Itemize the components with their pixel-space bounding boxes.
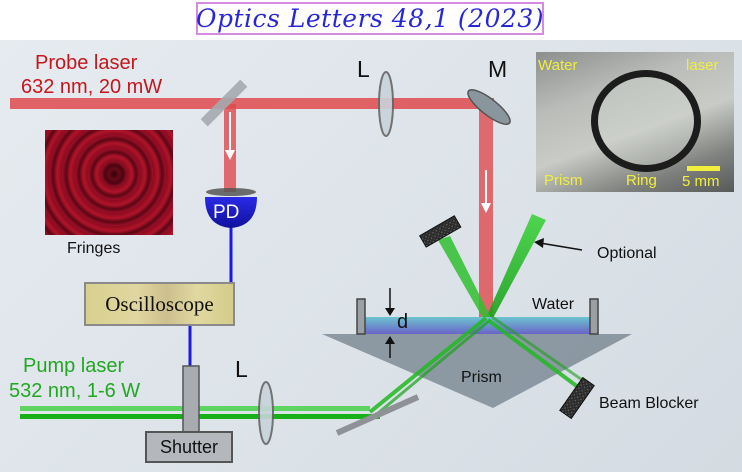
prism <box>322 334 632 408</box>
photo-ring <box>591 70 701 172</box>
probe-beam-vertical <box>479 104 493 324</box>
photo-label-water: Water <box>538 57 578 74</box>
mirror-label: M <box>488 56 508 82</box>
optional-arrow <box>539 242 583 251</box>
photo-inset: Water laser Prism Ring 5 mm <box>536 52 734 192</box>
lens-bottom <box>258 381 274 445</box>
pump-beam-optional <box>485 214 546 320</box>
prism-label: Prism <box>461 369 502 386</box>
pump-beam-into-prism <box>368 316 488 414</box>
arrow-head-icon <box>225 150 235 160</box>
photodetector <box>205 197 257 228</box>
optional-label: Optional <box>597 245 657 262</box>
pump-laser-label: Pump laser <box>23 355 125 377</box>
shutter-shaft <box>182 365 200 433</box>
lens-bottom-label: L <box>235 356 248 382</box>
pd-label: PD <box>213 202 240 223</box>
shutter-label: Shutter <box>159 436 219 457</box>
pump-beam-lower <box>20 414 380 419</box>
pd-window <box>206 188 256 196</box>
oscilloscope: Oscilloscope <box>84 282 235 326</box>
arrow-head-icon <box>385 336 395 344</box>
probe-laser-spec: 632 nm, 20 mW <box>21 76 163 98</box>
mirror <box>467 89 511 125</box>
pump-steering-mirror <box>335 394 420 436</box>
pump-laser-spec: 532 nm, 1-6 W <box>9 380 141 402</box>
photo-label-laser: laser <box>686 57 719 74</box>
probe-laser-label: Probe laser <box>35 52 138 74</box>
arrow-head-icon <box>385 308 395 316</box>
pump-beam-into-prism-edge <box>376 318 491 416</box>
probe-beam-horizontal <box>10 98 494 109</box>
beam-blocker-label: Beam Blocker <box>599 395 699 412</box>
title-banner: Optics Letters 48,1 (2023) <box>196 2 544 35</box>
arrow-head-icon <box>534 238 544 248</box>
beam-splitter <box>200 79 248 127</box>
pump-beam-to-blocker-edge <box>491 315 589 386</box>
photo-label-ring: Ring <box>626 172 657 189</box>
pump-beam-to-blocker <box>486 318 584 392</box>
ring-wall-left <box>356 298 366 335</box>
ring-wall-right <box>589 298 599 335</box>
fringes-image <box>45 130 173 235</box>
photo-label-prism: Prism <box>544 172 583 189</box>
oscilloscope-label: Oscilloscope <box>105 291 214 316</box>
fringes-label: Fringes <box>67 240 121 257</box>
water-label: Water <box>532 296 575 313</box>
beam-blocker-upper <box>418 215 462 248</box>
photo-label-scale: 5 mm <box>682 173 720 190</box>
lens-top-label: L <box>357 56 370 82</box>
shutter: Shutter <box>145 431 233 463</box>
thickness-label: d <box>397 311 409 333</box>
scale-bar <box>687 166 720 171</box>
journal-citation: Optics Letters 48,1 (2023) <box>195 4 545 33</box>
arrow-head-icon <box>481 203 491 213</box>
lens-top <box>378 71 394 137</box>
beam-blocker-lower <box>559 376 595 420</box>
pump-beam-to-upper-blocker <box>438 236 492 320</box>
